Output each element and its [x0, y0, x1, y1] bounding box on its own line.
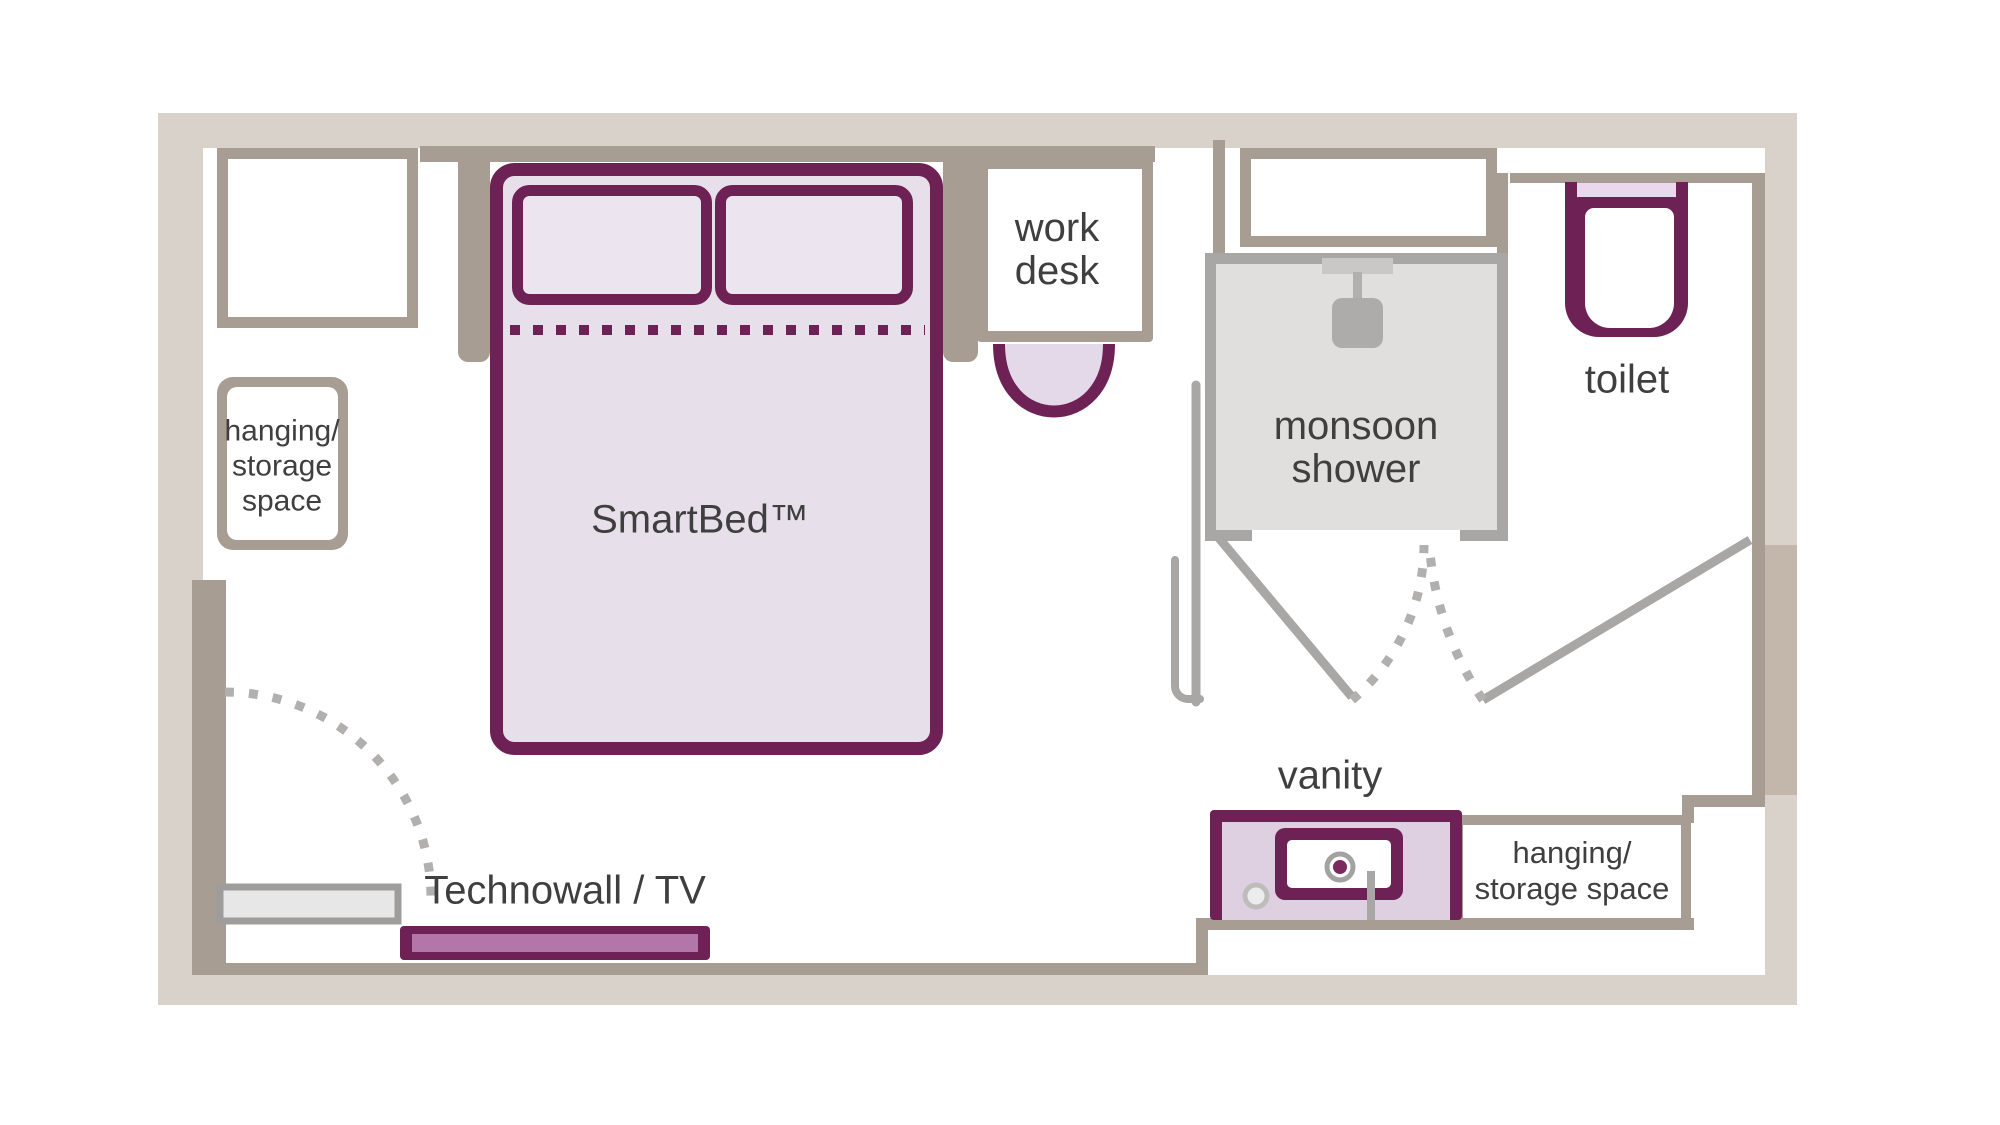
- label-smart-bed: SmartBed™: [591, 497, 809, 542]
- wall-toilet-room-top: [1510, 173, 1752, 183]
- vanity-unit: [1210, 810, 1462, 920]
- window-top-left: [217, 148, 418, 328]
- pillow-right: [715, 185, 913, 305]
- entrance-door-leaf: [216, 883, 402, 925]
- label-monsoon-shower: monsoon shower: [1273, 403, 1439, 491]
- toilet-door-swing-arc: [1425, 552, 1487, 703]
- smart-bed: [490, 163, 943, 755]
- headboard-post-left: [458, 150, 490, 362]
- entrance-door-swing-arc: [224, 687, 436, 899]
- shower-door-swing-arc: [1349, 544, 1429, 704]
- window-bathroom: [1240, 148, 1497, 247]
- wall-bottom-step: [1196, 918, 1208, 975]
- wall-bottom-left-lining: [203, 963, 1203, 975]
- wall-outer-bottom: [158, 975, 1797, 1005]
- wall-right-jog-horizontal: [1682, 795, 1765, 807]
- wall-outer-right-dark-segment: [1765, 545, 1797, 795]
- label-storage-left: hanging/ storage space: [224, 414, 340, 518]
- pillow-left: [512, 185, 712, 305]
- shower-head-icon: [1322, 258, 1393, 348]
- headboard-post-right: [943, 150, 978, 362]
- label-technowall: Technowall / TV: [424, 868, 706, 913]
- closet-hanging-storage-right: [1453, 815, 1691, 928]
- faucet-stub: [1367, 871, 1375, 920]
- label-vanity: vanity: [1277, 753, 1383, 798]
- toilet-door-leaf: [1480, 536, 1753, 704]
- toilet-fixture: [1565, 182, 1688, 337]
- closet-hanging-storage-left: [217, 377, 348, 550]
- label-work-desk: work desk: [1014, 205, 1100, 293]
- wall-stub-toilet-left: [1497, 173, 1508, 255]
- glass-panel-handle: [1171, 556, 1204, 703]
- drain-icon: [1242, 882, 1270, 910]
- wall-outer-top: [158, 113, 1797, 148]
- shower-door-leaf: [1214, 534, 1356, 700]
- work-desk: [977, 158, 1153, 342]
- wall-stub-desk-right: [1213, 140, 1225, 257]
- technowall-tv-bar: [400, 926, 710, 960]
- label-toilet: toilet: [1584, 357, 1670, 402]
- label-storage-right: hanging/ storage space: [1474, 835, 1670, 906]
- desk-chair: [993, 343, 1115, 418]
- wall-right-lining: [1752, 173, 1765, 795]
